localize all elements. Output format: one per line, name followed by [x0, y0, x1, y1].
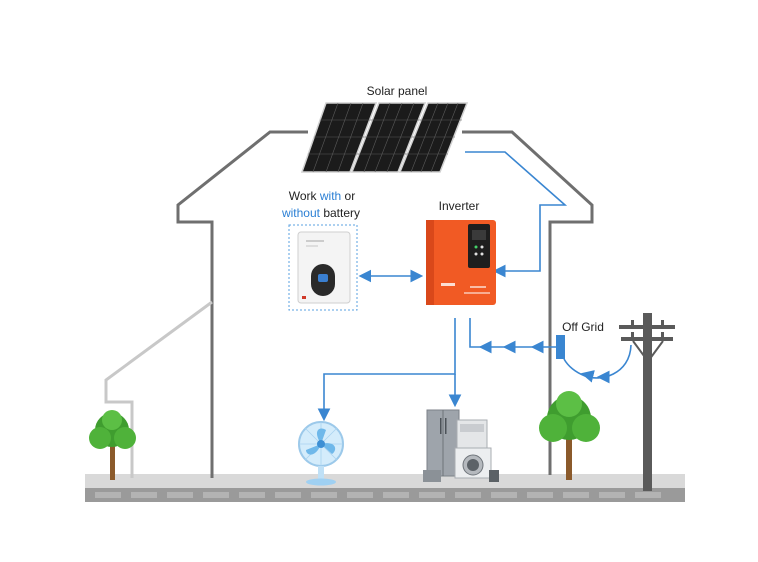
ground [85, 474, 685, 502]
tree-icon [89, 410, 136, 480]
battery-label-line1: Work with or [289, 189, 355, 203]
solar-to-inverter-line [465, 151, 568, 278]
inverter-to-fan-line [317, 318, 456, 422]
battery-label-line2: without battery [281, 206, 360, 220]
grid-meter-box [556, 335, 565, 359]
utility-pole-icon [619, 313, 675, 491]
house-side-outline [104, 300, 213, 478]
solar-panel-label: Solar panel [367, 84, 428, 98]
off-grid-label: Off Grid [562, 320, 604, 334]
house-outline [176, 130, 594, 478]
inverter-label: Inverter [439, 199, 480, 213]
inverter-icon [426, 220, 496, 305]
battery-unit-icon [288, 224, 358, 311]
pole-to-meter-wire [563, 344, 632, 379]
fan-icon [298, 421, 344, 486]
grid-to-inverter-line [469, 318, 557, 348]
appliances-icon [423, 409, 499, 482]
solar-panel-icon [300, 102, 469, 173]
tree-icon-right [539, 391, 600, 480]
